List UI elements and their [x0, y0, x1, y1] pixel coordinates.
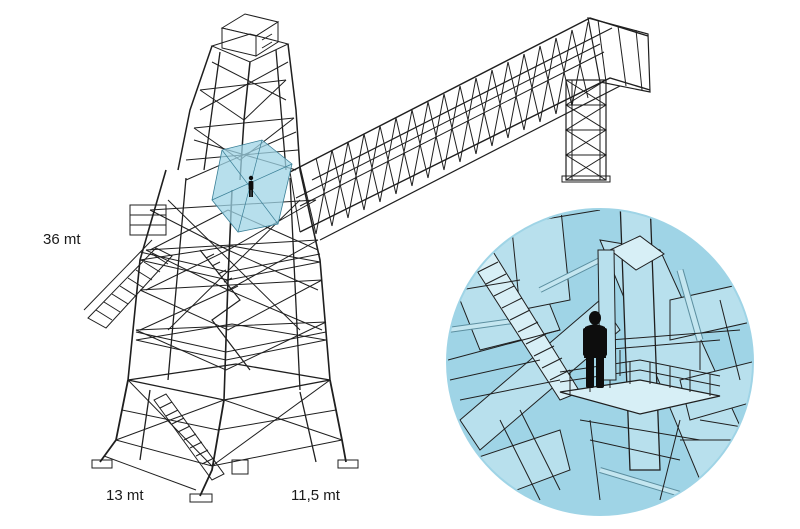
- detail-magnifier: [446, 208, 754, 516]
- highlighted-platform: [211, 139, 293, 233]
- height-dimension-label: 36 mt: [43, 231, 81, 248]
- width-dimension-label: 11,5 mt: [291, 487, 340, 504]
- tower-structure: [83, 13, 359, 503]
- conveyor-bridge: [289, 17, 651, 241]
- depth-dimension-label: 13 mt: [106, 487, 144, 504]
- person-icon: [248, 175, 254, 197]
- person-icon: [583, 311, 607, 388]
